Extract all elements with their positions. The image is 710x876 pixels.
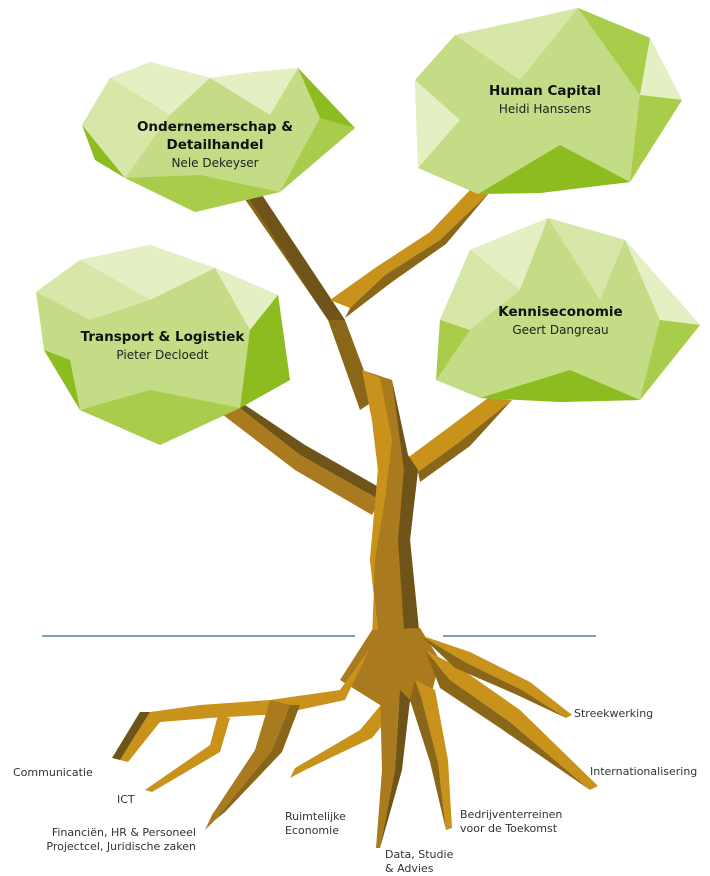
branch-human-capital-shade (345, 192, 490, 318)
root-financien-shade (215, 705, 300, 820)
root-label-internationalisering: Internationalisering (590, 765, 698, 778)
root-communicatie-shade (112, 712, 150, 760)
crown-title: Human Capital (489, 83, 601, 99)
branches (210, 190, 512, 515)
trunk (362, 370, 420, 650)
root-ruimtelijke (290, 700, 395, 778)
crown-person-name: Geert Dangreau (512, 323, 609, 337)
root-label-ruimtelijke-line1: Ruimtelijke (285, 810, 346, 823)
crown-title-line1: Ondernemerschap & (136, 119, 294, 135)
branch-ondernemerschap-shade (250, 195, 345, 320)
trunk-highlight (362, 370, 392, 650)
crown-human-capital: Human Capital Heidi Hanssens (455, 82, 635, 118)
crown-transport-shape (36, 245, 290, 445)
root-label-data-line2: & Advies (385, 862, 434, 875)
root-internationalisering (425, 650, 598, 790)
root-bedrijven (415, 680, 452, 830)
root-label-ict: ICT (117, 793, 135, 806)
branch-kenniseconomie (402, 398, 512, 472)
root-label-ruimtelijke: Ruimtelijke Economie (285, 810, 346, 838)
crown-transport: Transport & Logistiek Pieter Decloedt (70, 328, 255, 364)
root-data-shade (380, 690, 410, 848)
root-label-financien-line2: Projectcel, Juridische zaken (46, 840, 196, 853)
crown-title: Kenniseconomie (498, 304, 623, 320)
root-label-financien-line1: Financiën, HR & Personeel (51, 826, 196, 839)
crown-person-name: Heidi Hanssens (498, 102, 592, 116)
trunk-shadow (392, 380, 420, 645)
crown-ondernemerschap: Ondernemerschap & Detailhandel Nele Deke… (120, 118, 310, 172)
root-communicatie (120, 648, 370, 762)
root-label-financien: Financiën, HR & Personeel Projectcel, Ju… (20, 826, 196, 854)
root-label-bedrijven-line1: Bedrijventerreinen (460, 808, 563, 821)
crown-human-capital-shape (415, 8, 682, 194)
root-ict (145, 715, 230, 792)
branch-transport-shade (232, 402, 384, 500)
root-label-bedrijven-line2: voor de Toekomst (460, 822, 558, 835)
root-streekwerking (420, 635, 572, 718)
root-label-data: Data, Studie & Advies (385, 848, 453, 876)
crown-kenniseconomie: Kenniseconomie Geert Dangreau (478, 303, 643, 339)
root-data (376, 690, 400, 848)
root-financien (205, 700, 290, 830)
branch-transport (210, 402, 380, 515)
roots (112, 628, 598, 848)
root-bedrijven-shade (410, 680, 446, 830)
branch-kenniseconomie-shade (418, 400, 512, 482)
crown-kenniseconomie-shape (436, 218, 700, 402)
crown-title: Transport & Logistiek (80, 329, 245, 345)
crown-title-line2: Detailhandel (166, 137, 264, 153)
root-internationalisering-shade (425, 650, 590, 790)
root-label-streekwerking: Streekwerking (574, 707, 654, 720)
branch-human-capital (330, 190, 490, 308)
crown-person-name: Pieter Decloedt (116, 348, 209, 362)
crown-person-name: Nele Dekeyser (171, 156, 259, 170)
branch-ondernemerschap (242, 195, 375, 410)
root-label-bedrijven: Bedrijventerreinen voor de Toekomst (460, 808, 562, 836)
root-streekwerking-shade (420, 635, 566, 718)
root-label-ruimtelijke-line2: Economie (285, 824, 339, 837)
root-label-communicatie: Communicatie (13, 766, 93, 779)
root-label-data-line1: Data, Studie (385, 848, 454, 861)
crown-ondernemerschap-shape (82, 62, 355, 212)
